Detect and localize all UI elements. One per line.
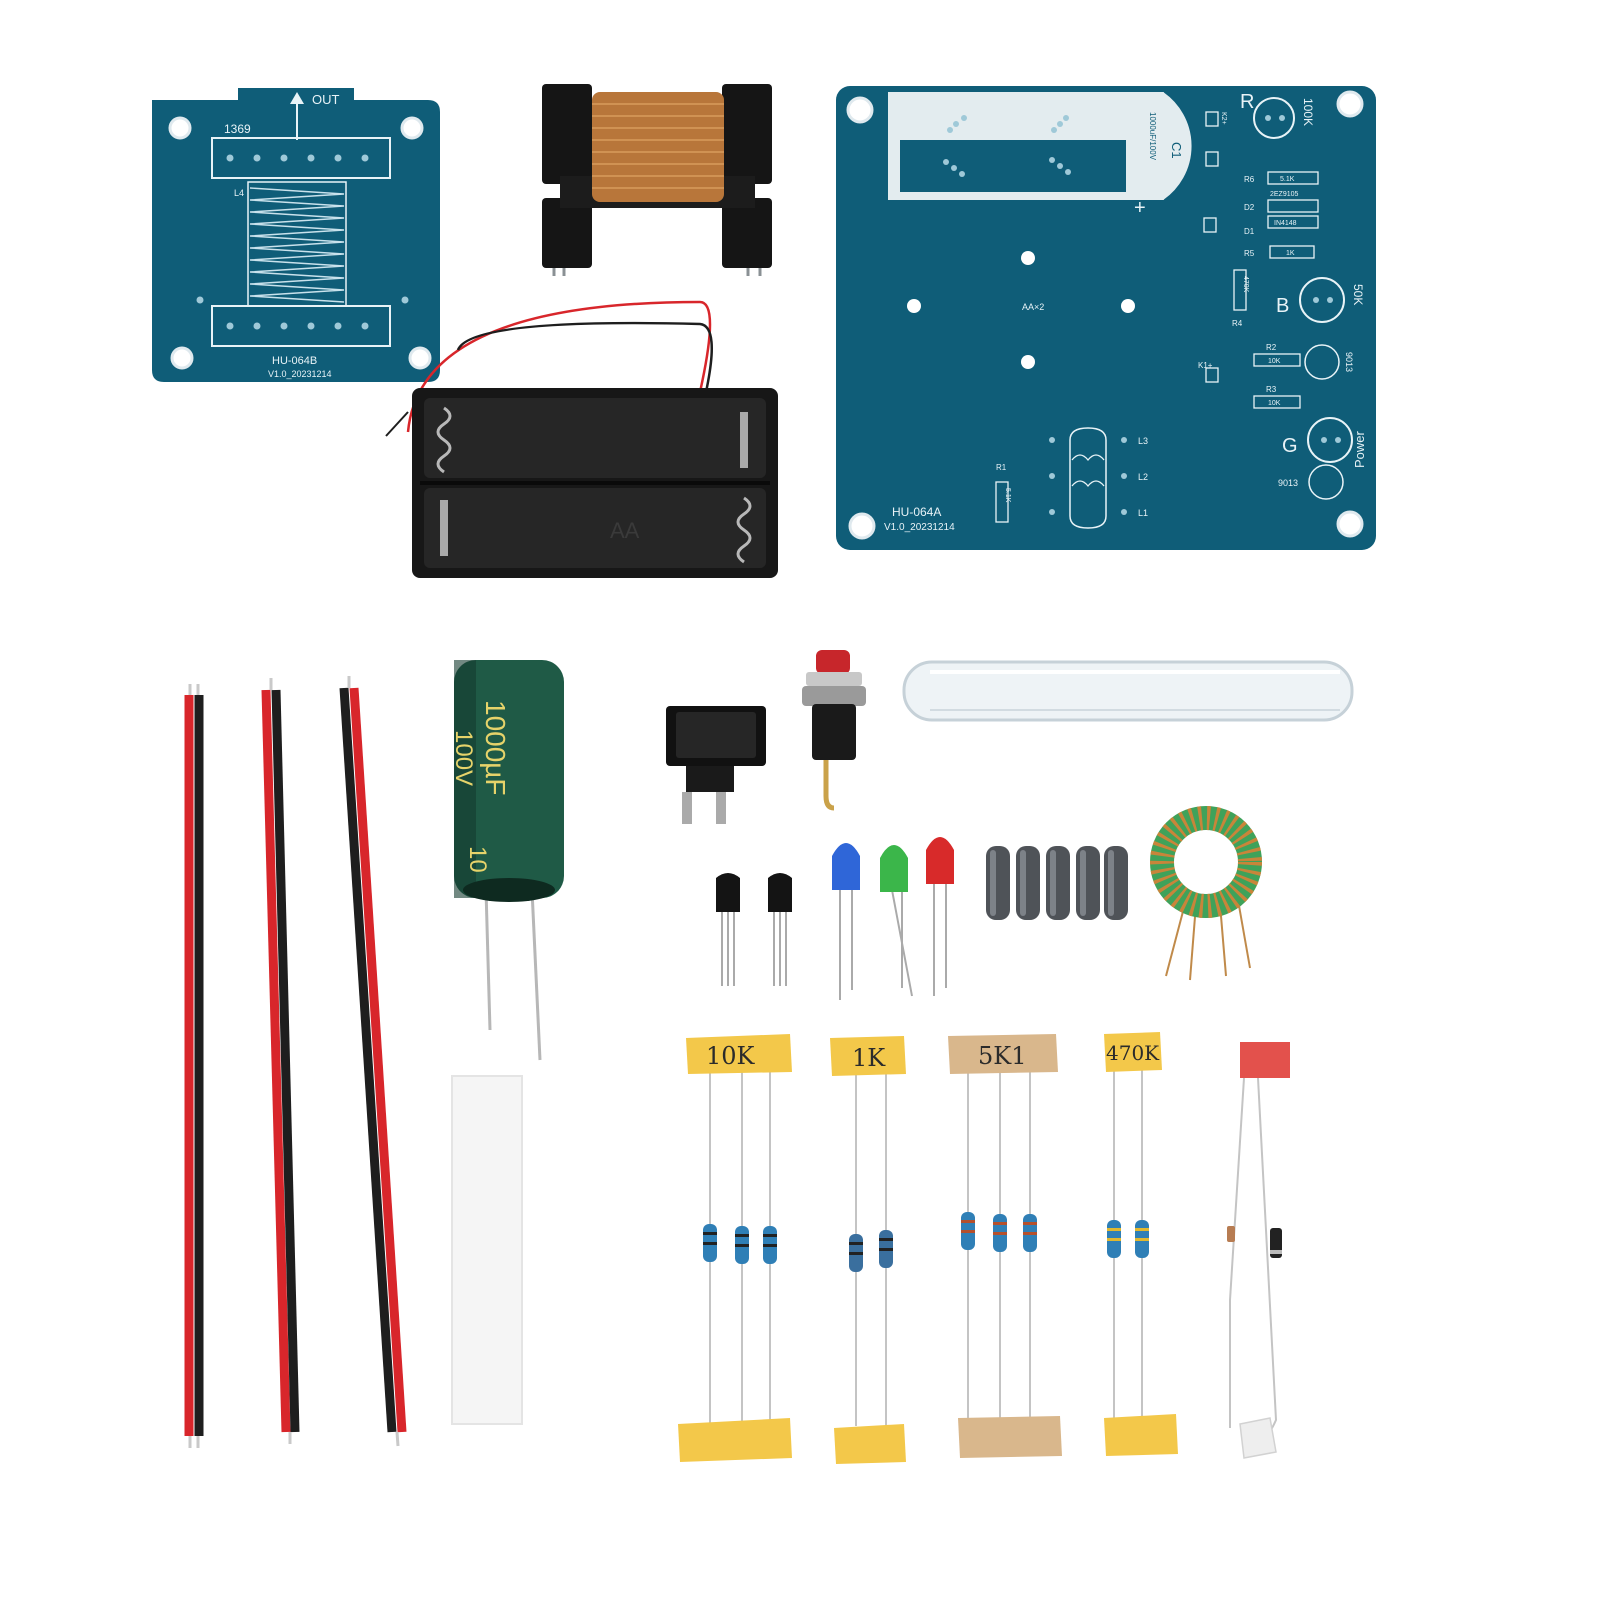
pcb-board-hu064a: C1 1000uF/100V + AA×2 R B G 100K 50K Pow…	[836, 86, 1376, 550]
board-a-val-r3: 10K	[1268, 400, 1281, 407]
board-a-ref-r6: R6	[1244, 175, 1255, 184]
pcb-board-hu064b: OUT 1369 L4 HU-064B V1.0_20231214	[152, 88, 440, 382]
board-b-l4-label: L4	[234, 188, 244, 198]
resistor-group-10k: 10K	[678, 1034, 792, 1462]
board-a-c1-label: C1	[1169, 142, 1184, 159]
board-a-battery-label: AA×2	[1022, 302, 1044, 312]
board-a-val-r5: 1K	[1286, 250, 1295, 257]
board-a-val-d1: IN4148	[1274, 220, 1297, 227]
board-a-ref-r4: R4	[1232, 319, 1243, 328]
board-a-ref-l2: L2	[1138, 472, 1148, 482]
board-a-ref-l3: L3	[1138, 436, 1148, 446]
board-a-led-b: B	[1276, 295, 1289, 317]
glass-tube	[902, 660, 1354, 722]
tape-label-5k1: 5K1	[978, 1042, 1026, 1070]
resistor-group-5k1: 5K1	[948, 1034, 1062, 1458]
board-b-version: V1.0_20231214	[268, 369, 332, 379]
board-a-val-r6: 5.1K	[1280, 176, 1295, 183]
board-a-transistor-2: 9013	[1278, 478, 1298, 488]
board-a-res-50k: 50K	[1351, 284, 1365, 305]
tape-label-1k: 1K	[852, 1044, 886, 1072]
battery-holder-2xaa: AA	[385, 300, 778, 578]
board-a-ref-d2: D2	[1244, 203, 1255, 212]
insulating-strip	[451, 1075, 523, 1425]
tape-label-470k: 470K	[1106, 1041, 1160, 1065]
battery-holder-label: AA	[610, 518, 640, 543]
board-b-1369-label: 1369	[224, 122, 251, 136]
board-a-ref-r3: R3	[1266, 385, 1277, 394]
transformer-coil	[542, 84, 772, 276]
board-a-k2-label: K2+	[1220, 112, 1227, 125]
transistor-2	[768, 873, 792, 986]
push-button-switch	[802, 650, 866, 811]
resistor-group-1k: 1K	[830, 1036, 906, 1464]
transistor-1	[716, 873, 740, 986]
led-red	[926, 837, 954, 996]
board-a-name: HU-064A	[892, 505, 941, 519]
toroid-inductor	[1150, 806, 1262, 981]
board-b-name: HU-064B	[272, 355, 317, 367]
rocker-switch	[666, 706, 766, 824]
board-a-ref-r1: R1	[996, 463, 1007, 472]
board-a-val-r4: 470K	[1242, 276, 1249, 293]
board-a-val-r1: 5.1K	[1004, 488, 1011, 503]
wire-pair-3	[339, 676, 407, 1447]
board-a-k1-label: K1+	[1198, 361, 1213, 370]
wire-pair-1	[184, 684, 204, 1448]
resistor-group-470k: 470K	[1104, 1032, 1178, 1456]
board-a-led-g: G	[1282, 435, 1298, 457]
diode-pair	[1227, 1042, 1290, 1459]
board-a-version: V1.0_20231214	[884, 522, 955, 533]
capacitor-value: 1000µF	[480, 700, 511, 796]
board-a-res-100k: 100K	[1301, 98, 1315, 126]
board-a-ref-r2: R2	[1266, 343, 1277, 352]
capacitor-voltage: 100V	[450, 730, 477, 786]
board-a-led-r: R	[1240, 91, 1254, 113]
ferrite-beads	[986, 846, 1128, 920]
board-a-val-r2: 10K	[1268, 358, 1281, 365]
wire-pair-2	[261, 678, 300, 1444]
board-a-plus-sign: +	[1134, 197, 1146, 219]
board-a-power: Power	[1352, 430, 1367, 468]
board-a-transistor-1: 9013	[1344, 352, 1354, 372]
board-b-out-label: OUT	[312, 92, 340, 107]
tape-label-10k: 10K	[706, 1042, 756, 1070]
board-a-ref-r5: R5	[1244, 249, 1255, 258]
board-a-ref-l1: L1	[1138, 508, 1148, 518]
capacitor-brand: 10	[464, 846, 491, 873]
board-a-ref-d1: D1	[1244, 227, 1255, 236]
electrolytic-capacitor: 1000µF 100V 10	[450, 660, 564, 1061]
led-blue	[832, 843, 860, 1000]
board-a-c1-value: 1000uF/100V	[1148, 112, 1157, 161]
led-green	[880, 845, 913, 997]
board-a-val-d2: 2EZ9105	[1270, 191, 1299, 198]
